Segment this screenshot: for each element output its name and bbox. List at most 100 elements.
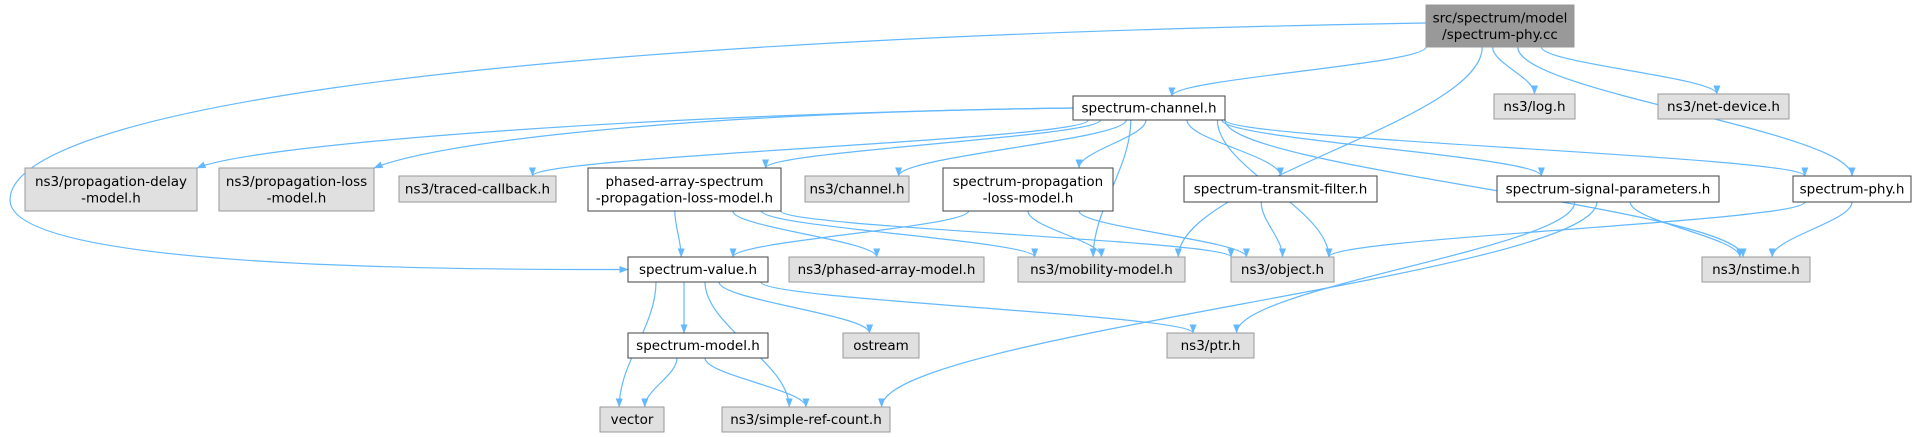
node-label: ns3/log.h [1503, 99, 1565, 115]
edge-spectrum-model-to-simple-ref-count [704, 357, 810, 408]
node-log: ns3/log.h [1493, 93, 1576, 120]
edge-spectrum-propagation-to-spectrum-value [729, 210, 970, 258]
node-label: ns3/net-device.h [1667, 99, 1780, 115]
node-propagation-loss: ns3/propagation-loss-model.h [218, 167, 375, 212]
node-nstime: ns3/nstime.h [1701, 256, 1811, 283]
node-label: spectrum-propagation [953, 174, 1103, 190]
node-traced-callback: ns3/traced-callback.h [398, 175, 557, 203]
edge-spectrum-propagation-to-object [1078, 210, 1250, 258]
node-box [788, 256, 985, 283]
node-label: phased-array-spectrum [605, 174, 763, 190]
node-box [627, 332, 769, 359]
edge-spectrum-phy-to-nstime [1768, 201, 1853, 258]
node-box [1183, 175, 1378, 203]
node-box [1496, 175, 1720, 203]
edge-spectrum-channel-to-propagation-loss [373, 107, 1074, 169]
node-propagation-delay: ns3/propagation-delay-model.h [24, 167, 198, 212]
edge-root-to-spectrum-channel [1168, 46, 1427, 97]
edge-phased-array-spectrum-to-object [780, 210, 1235, 258]
node-box [842, 332, 920, 359]
node-label: vector [611, 412, 654, 428]
node-label: ostream [853, 338, 909, 354]
node-label: ns3/mobility-model.h [1030, 262, 1173, 278]
node-label: ns3/object.h [1241, 262, 1324, 278]
node-box [1230, 256, 1335, 283]
node-box [587, 167, 782, 212]
node-label: ns3/propagation-delay [35, 174, 187, 190]
node-box [24, 167, 198, 212]
node-label: -propagation-loss-model.h [596, 190, 773, 206]
node-spectrum-channel[interactable]: spectrum-channel.h [1072, 95, 1226, 121]
edge-spectrum-value-to-ptr [760, 281, 1197, 334]
edge-spectrum-signal-parameters-to-simple-ref-count [878, 201, 1598, 408]
node-box [804, 175, 910, 203]
node-spectrum-signal-parameters[interactable]: spectrum-signal-parameters.h [1496, 175, 1720, 203]
edge-spectrum-transmit-filter-to-object [1260, 201, 1286, 258]
node-phased-array-spectrum[interactable]: phased-array-spectrum-propagation-loss-m… [587, 167, 782, 212]
edge-spectrum-signal-parameters-to-ptr [1233, 201, 1576, 334]
node-label: -model.h [267, 190, 327, 206]
node-box [1792, 175, 1912, 203]
node-spectrum-value[interactable]: spectrum-value.h [627, 256, 769, 283]
edge-spectrum-channel-to-propagation-delay [196, 107, 1074, 169]
node-vector: vector [599, 406, 665, 433]
node-label: ns3/nstime.h [1712, 262, 1800, 278]
nodes-layer: src/spectrum/model/spectrum-phy.cc spectr… [24, 4, 1912, 433]
edge-root-to-net-device [1540, 46, 1721, 95]
node-root: src/spectrum/model/spectrum-phy.cc [1425, 4, 1575, 48]
edge-phased-array-spectrum-to-spectrum-value [674, 210, 685, 258]
edge-root-to-mobility-model [1174, 46, 1483, 258]
edges-layer [9, 22, 1856, 408]
node-channel: ns3/channel.h [804, 175, 910, 203]
node-box [1701, 256, 1811, 283]
node-label: ns3/phased-array-model.h [798, 262, 976, 278]
edge-spectrum-channel-to-spectrum-propagation [1075, 119, 1147, 169]
edge-spectrum-channel-to-channel [895, 119, 1127, 177]
node-box [1017, 256, 1186, 283]
edge-root-to-spectrum-value [9, 22, 1427, 274]
edge-spectrum-model-to-vector [641, 357, 678, 408]
node-box [218, 167, 375, 212]
edge-spectrum-signal-parameters-to-nstime [1629, 201, 1744, 258]
node-box [398, 175, 557, 203]
edge-spectrum-propagation-to-mobility-model [1027, 210, 1105, 258]
node-spectrum-transmit-filter[interactable]: spectrum-transmit-filter.h [1183, 175, 1378, 203]
node-label: -model.h [81, 190, 141, 206]
node-label: ns3/ptr.h [1181, 338, 1241, 354]
edge-spectrum-phy-to-object [1325, 201, 1806, 258]
node-mobility-model: ns3/mobility-model.h [1017, 256, 1186, 283]
node-simple-ref-count: ns3/simple-ref-count.h [721, 406, 891, 433]
node-box [1166, 332, 1255, 359]
edge-spectrum-channel-to-phased-array-spectrum [762, 119, 1101, 169]
node-label: spectrum-transmit-filter.h [1194, 182, 1368, 198]
node-object: ns3/object.h [1230, 256, 1335, 283]
edge-phased-array-spectrum-to-mobility-model [761, 210, 1039, 258]
node-ostream: ostream [842, 332, 920, 359]
node-spectrum-propagation[interactable]: spectrum-propagation-loss-model.h [942, 167, 1114, 212]
node-spectrum-phy[interactable]: spectrum-phy.h [1792, 175, 1912, 203]
node-spectrum-model[interactable]: spectrum-model.h [627, 332, 769, 359]
node-box [1072, 95, 1226, 121]
edge-spectrum-channel-to-spectrum-transmit-filter [1186, 119, 1284, 177]
node-label: ns3/simple-ref-count.h [730, 412, 882, 428]
node-label: ns3/channel.h [810, 182, 905, 198]
edge-spectrum-channel-to-spectrum-signal-parameters [1221, 119, 1545, 177]
node-box [599, 406, 665, 433]
node-label: ns3/propagation-loss [226, 174, 367, 190]
node-net-device: ns3/net-device.h [1657, 93, 1790, 120]
edge-phased-array-spectrum-to-phased-array-model [732, 210, 881, 258]
node-label: -loss-model.h [983, 190, 1074, 206]
node-label: spectrum-channel.h [1081, 101, 1216, 117]
node-label: spectrum-model.h [636, 338, 760, 354]
node-box [627, 256, 769, 283]
edge-spectrum-channel-to-spectrum-phy [1224, 119, 1809, 177]
node-label: spectrum-value.h [639, 262, 757, 278]
edge-root-to-log [1492, 46, 1538, 95]
node-phased-array-model: ns3/phased-array-model.h [788, 256, 985, 283]
node-label: /spectrum-phy.cc [1442, 27, 1558, 43]
node-label: spectrum-signal-parameters.h [1506, 182, 1711, 198]
node-label: src/spectrum/model [1433, 10, 1568, 26]
edge-spectrum-channel-to-traced-callback [529, 119, 1089, 177]
node-box [721, 406, 891, 433]
